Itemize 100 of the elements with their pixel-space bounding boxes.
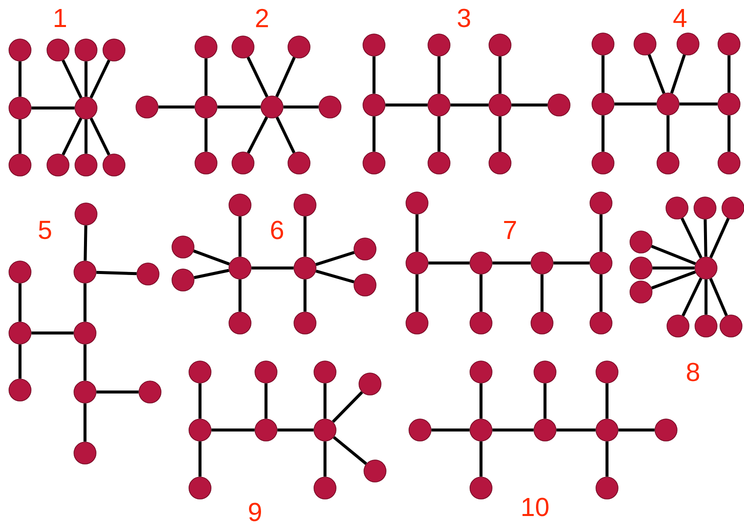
vertex-dot <box>530 252 554 274</box>
vertex-dot <box>194 152 218 174</box>
edge-line <box>211 428 255 432</box>
edge-line <box>680 218 702 258</box>
edge-line <box>90 60 110 98</box>
edge-line <box>275 56 296 98</box>
vertex-dot <box>470 252 492 274</box>
edge-line <box>385 104 428 106</box>
vertex-dot <box>488 94 512 116</box>
vertex-dot <box>254 418 278 442</box>
edge-line <box>450 104 489 106</box>
vertex-dot <box>188 418 212 442</box>
edge-line <box>648 54 666 94</box>
edge-line <box>416 214 418 252</box>
edge-line <box>492 262 531 264</box>
vertex-dot <box>406 312 428 334</box>
vertex-dot <box>656 152 680 174</box>
edge-line <box>606 441 608 477</box>
vertex-dot <box>596 476 618 500</box>
edge-line <box>438 116 440 152</box>
edge-line <box>480 441 482 477</box>
tree-number: 5 <box>38 220 52 240</box>
vertex-dot <box>656 92 680 116</box>
edge-line <box>480 274 482 312</box>
vertex-dot <box>74 380 96 404</box>
edge-line <box>652 266 695 270</box>
vertex-dot <box>406 252 428 274</box>
edge-line <box>304 279 306 312</box>
vertex-dot <box>362 152 386 174</box>
tree-number: 9 <box>249 502 261 522</box>
vertex-dot <box>362 34 386 56</box>
edge-line <box>728 115 730 152</box>
edge-line <box>498 116 502 152</box>
vertex-dot <box>74 38 98 62</box>
edge-line <box>618 428 655 432</box>
vertex-dot <box>228 256 252 280</box>
vertex-dot <box>470 360 492 384</box>
vertex-dot <box>254 360 278 384</box>
vertex-dot <box>408 418 432 442</box>
edge-line <box>498 56 502 94</box>
vertex-dot <box>470 476 492 500</box>
vertex-dot <box>666 196 688 220</box>
edge-line <box>602 115 604 152</box>
vertex-dot <box>74 322 96 344</box>
edge-line <box>709 218 730 258</box>
edge-line <box>728 55 730 93</box>
vertex-dot <box>596 418 618 442</box>
edge-line <box>704 219 708 257</box>
edge-line <box>84 283 86 322</box>
vertex-dot <box>596 360 618 384</box>
vertex-dot <box>718 92 740 116</box>
edge-line <box>158 106 195 108</box>
edge-line <box>246 116 268 154</box>
edge-line <box>602 55 604 93</box>
vertex-dot <box>676 32 700 56</box>
vertex-dot <box>592 92 614 116</box>
edge-line <box>304 216 306 257</box>
vertex-dot <box>354 238 376 260</box>
tree-number: 10 <box>522 498 548 516</box>
edge-line <box>18 283 22 322</box>
edge-line <box>682 278 702 316</box>
vertex-dot <box>288 36 310 58</box>
edge-line <box>84 225 88 261</box>
edge-line <box>276 116 296 154</box>
vertex-dot <box>74 442 96 464</box>
vertex-dot <box>228 312 252 334</box>
vertex-dot <box>194 96 218 118</box>
vertex-dot <box>428 94 450 116</box>
edge-line <box>438 56 440 94</box>
vertex-dot <box>718 152 740 174</box>
vertex-dot <box>172 236 194 258</box>
edge-line <box>600 274 602 312</box>
vertex-dot <box>260 96 284 118</box>
vertex-dot <box>318 96 342 118</box>
vertex-dot <box>428 34 450 56</box>
edge-line <box>315 251 355 266</box>
edge-line <box>198 441 202 477</box>
edge-line <box>264 383 268 419</box>
vertex-dot <box>530 312 554 334</box>
edge-line <box>666 115 670 152</box>
vertex-dot <box>470 418 492 442</box>
vertex-dot <box>188 360 212 384</box>
vertex-dot <box>102 38 126 62</box>
vertex-dot <box>8 38 32 62</box>
vertex-dot <box>102 154 126 176</box>
vertex-dot <box>232 152 254 174</box>
vertex-dot <box>136 96 158 118</box>
edge-line <box>31 332 74 334</box>
vertex-dot <box>364 460 386 482</box>
edge-line <box>31 106 75 110</box>
edge-line <box>372 56 376 94</box>
vertex-dot <box>534 360 556 384</box>
edge-line <box>204 58 208 96</box>
edge-line <box>84 61 88 97</box>
edge-line <box>480 383 482 419</box>
tree-number: 4 <box>673 9 686 27</box>
edge-line <box>553 262 590 264</box>
vertex-dot <box>294 256 316 280</box>
edge-line <box>416 274 418 312</box>
vertex-dot <box>74 154 98 176</box>
